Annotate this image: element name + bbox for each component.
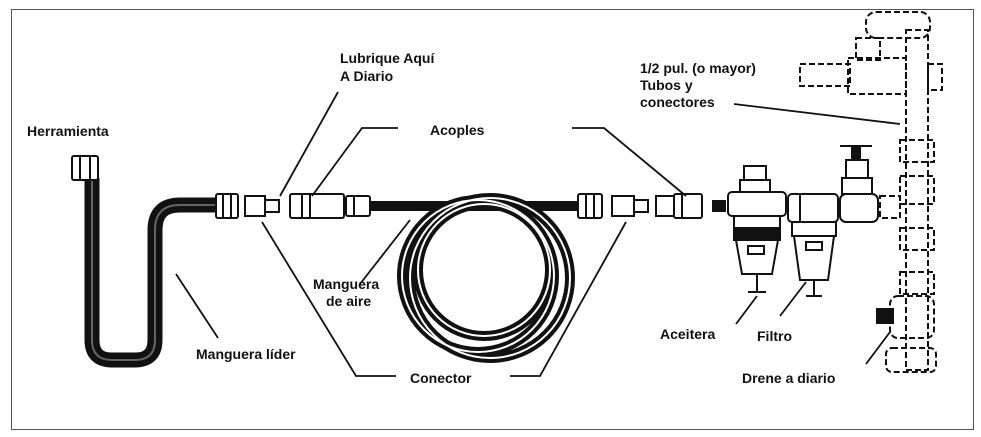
- oiler-unit: [727, 165, 787, 293]
- tee-connector: [847, 57, 907, 95]
- pipe-bottom: [885, 347, 937, 373]
- hose-nut-3: [577, 193, 603, 219]
- drain-tee: [889, 295, 935, 339]
- leader-lines: [175, 91, 901, 377]
- regulator-valve: [839, 145, 879, 223]
- inlet-plug: [712, 200, 726, 212]
- pipe-coupling-4: [899, 271, 935, 295]
- leader-drene: [865, 331, 891, 365]
- label-filtro: Filtro: [757, 328, 792, 344]
- leader-tubos: [733, 103, 901, 125]
- coupler-plug-1-tip: [264, 199, 280, 213]
- tee-right-cap: [927, 63, 943, 91]
- label-tubos-line1: 1/2 pul. (o mayor): [640, 60, 756, 76]
- leader-acoples-right: [572, 127, 687, 197]
- leader-conector-left: [261, 221, 396, 377]
- vertical-pipe: [905, 29, 929, 371]
- dashed-piping: [799, 11, 943, 373]
- elbow-drop: [855, 37, 881, 61]
- leader-lubrique: [279, 91, 339, 197]
- pipe-coupling-2: [899, 175, 935, 205]
- hose-nut-2: [345, 195, 371, 217]
- leader-acoples-left: [311, 127, 398, 197]
- pipe-coupling-3: [899, 227, 935, 251]
- fittings-right: [577, 193, 703, 219]
- fittings-left: [215, 193, 371, 219]
- coupler-plug-2: [611, 195, 635, 217]
- leader-hose: [84, 178, 218, 368]
- leader-manguera-aire: [359, 219, 411, 285]
- label-manguera-aire-line2: de aire: [326, 293, 371, 309]
- drain-valve: [876, 308, 894, 324]
- leader-conector-right: [510, 221, 627, 377]
- leader-aceitera: [735, 295, 758, 325]
- side-branch: [799, 63, 851, 87]
- coupler-socket: [673, 193, 703, 219]
- coupler-plug-2-tip: [633, 199, 649, 213]
- leader-filtro: [779, 281, 807, 317]
- leader-manguera-lider: [175, 273, 219, 339]
- label-manguera-aire-line1: Manguera: [313, 276, 379, 292]
- label-drene: Drene a diario: [742, 370, 835, 386]
- label-tubos-line2: Tubos y: [640, 77, 693, 93]
- top-elbow: [865, 11, 931, 39]
- branch-to-regulator: [879, 195, 901, 219]
- label-lubrique-line1: Lubrique Aquí: [340, 50, 435, 66]
- coupler-body: [655, 195, 675, 217]
- pipe-coupling-1: [899, 139, 935, 163]
- coupler-plug-1: [244, 195, 266, 217]
- label-acoples: Acoples: [430, 122, 485, 138]
- filter-unit: [787, 193, 839, 297]
- label-aceitera: Aceitera: [660, 326, 715, 342]
- hose-nut-1: [215, 193, 239, 219]
- label-manguera-lider: Manguera líder: [196, 346, 296, 362]
- label-conector: Conector: [410, 370, 472, 386]
- quick-coupler: [289, 193, 345, 219]
- label-lubrique-line2: A Diario: [340, 68, 393, 84]
- label-herramienta: Herramienta: [27, 123, 109, 139]
- tool-fitting: [71, 155, 99, 181]
- label-tubos-line3: conectores: [640, 94, 715, 110]
